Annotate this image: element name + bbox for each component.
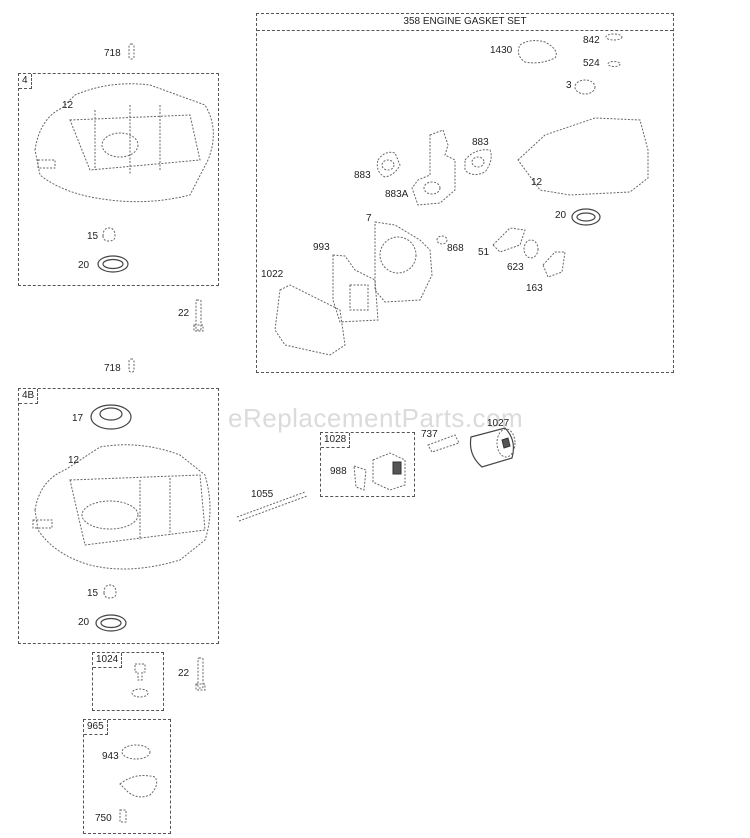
group-tag-4b: 4B [19,389,39,404]
group-tag-965: 965 [84,720,108,735]
gasket-1430-icon [517,40,557,64]
gasket-883a-icon [411,129,456,206]
part-label-12-sump4[interactable]: 12 [62,100,74,111]
part-label-883-right[interactable]: 883 [472,137,489,148]
gasket-kit-965-group: 965 [83,719,171,834]
crankcase-gasket-12-icon [517,117,649,196]
gasket-623-icon [523,239,539,259]
sump-4b-group: 4B [18,388,219,644]
gasket-883-right-icon [464,149,492,176]
oil-seal-20-4b-icon [95,614,127,632]
kit-1024-parts-icon [131,663,149,698]
part-label-993[interactable]: 993 [313,242,330,253]
part-label-883-left[interactable]: 883 [354,170,371,181]
oil-seal-20-icon [97,255,129,273]
oil-filter-adapter-icon [372,452,406,491]
gasket-kit-965-parts-icon [119,744,158,823]
plug-15-icon [102,227,116,242]
pin-718-mid-icon [128,358,135,373]
gasket-51-icon [492,227,526,253]
part-label-842[interactable]: 842 [583,35,600,46]
group-tag-1024: 1024 [93,653,123,668]
part-label-1430[interactable]: 1430 [490,45,513,56]
oil-filter-adapter-group: 1028 [320,432,415,497]
part-label-12-gasket[interactable]: 12 [531,177,543,188]
part-label-20-sump4[interactable]: 20 [78,260,90,271]
gasket-988-icon [353,465,367,491]
pin-718-top-icon [128,43,135,60]
kit-1024-group: 1024 [92,652,164,711]
part-label-750[interactable]: 750 [95,813,112,824]
part-label-883a[interactable]: 883A [385,189,409,200]
engine-gasket-set-group: 358 ENGINE GASKET SET [256,13,674,373]
bolt-22-bottom-icon [195,657,206,691]
part-label-1027[interactable]: 1027 [487,418,510,429]
sump-housing-4-icon [34,83,214,203]
gasket-993-icon [332,254,379,323]
oil-seal-17-icon [90,404,132,430]
oil-filter-1027-icon [469,427,516,468]
part-label-524[interactable]: 524 [583,58,600,69]
seal-3-icon [574,79,596,95]
part-label-737[interactable]: 737 [421,429,438,440]
part-868-icon [436,235,448,245]
gasket-883-left-icon [376,151,401,178]
part-label-3[interactable]: 3 [566,80,572,91]
bolt-22-mid-icon [193,299,204,332]
part-label-51[interactable]: 51 [478,247,490,258]
part-label-718-mid[interactable]: 718 [104,363,121,374]
engine-gasket-set-title: 358 ENGINE GASKET SET [257,14,673,31]
oil-seal-20-set-icon [571,208,601,226]
plug-15-4b-icon [103,584,117,599]
part-label-1055[interactable]: 1055 [251,489,274,500]
part-label-988[interactable]: 988 [330,466,347,477]
part-label-868[interactable]: 868 [447,243,464,254]
part-label-15-sump4[interactable]: 15 [87,231,99,242]
part-label-17[interactable]: 17 [72,413,84,424]
part-label-7[interactable]: 7 [366,213,372,224]
part-label-12-sump4b[interactable]: 12 [68,455,80,466]
sump-housing-4b-icon [32,444,211,570]
part-label-22-mid[interactable]: 22 [178,308,190,319]
head-gasket-7-icon [374,221,433,303]
part-label-15-sump4b[interactable]: 15 [87,588,99,599]
sump-4-group: 4 [18,73,219,286]
part-label-943[interactable]: 943 [102,751,119,762]
part-label-163[interactable]: 163 [526,283,543,294]
part-label-623[interactable]: 623 [507,262,524,273]
part-842-icon [605,33,623,41]
part-label-20-gasket[interactable]: 20 [555,210,567,221]
part-label-22-bottom[interactable]: 22 [178,668,190,679]
group-tag-4: 4 [19,74,32,89]
filter-nipple-737-icon [427,434,460,453]
part-label-20-sump4b[interactable]: 20 [78,617,90,628]
dipstick-tube-1055-icon [236,491,308,522]
part-label-1022[interactable]: 1022 [261,269,284,280]
group-tag-1028: 1028 [321,433,351,448]
gasket-1022-icon [274,284,346,356]
part-label-718-top[interactable]: 718 [104,48,121,59]
gasket-163-icon [542,251,566,278]
part-524-icon [607,61,621,67]
